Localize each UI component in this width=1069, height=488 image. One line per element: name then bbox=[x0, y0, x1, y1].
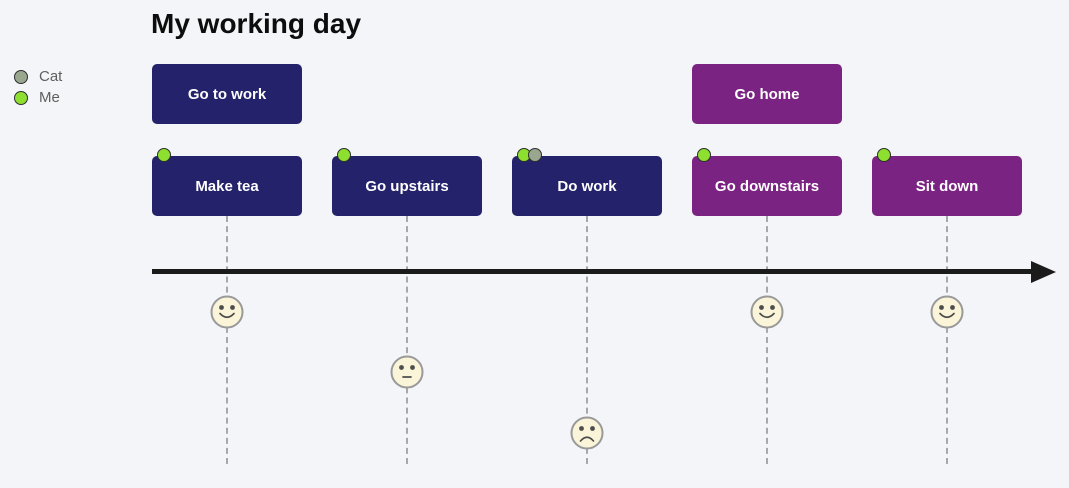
dashed-connector bbox=[766, 216, 768, 464]
legend: Cat Me bbox=[14, 66, 62, 108]
event-label: Go upstairs bbox=[365, 177, 449, 195]
event-box-make-tea[interactable]: Make tea bbox=[152, 148, 302, 216]
dashed-connector bbox=[586, 216, 588, 464]
cat-dot-icon bbox=[528, 148, 542, 162]
me-dot-icon bbox=[337, 148, 351, 162]
legend-label-me: Me bbox=[39, 89, 60, 106]
event-label: Sit down bbox=[915, 177, 979, 195]
me-dot-icon bbox=[697, 148, 711, 162]
timeline-axis bbox=[152, 269, 1034, 274]
event-box-go-home[interactable]: Go home bbox=[692, 64, 842, 124]
cat-dot-icon bbox=[14, 69, 28, 84]
event-box-go-to-work[interactable]: Go to work bbox=[152, 64, 302, 124]
legend-item-cat: Cat bbox=[14, 66, 62, 87]
event-label: Go to work bbox=[187, 85, 267, 103]
legend-label-cat: Cat bbox=[39, 68, 63, 85]
event-label: Make tea bbox=[195, 177, 259, 195]
me-dot-icon bbox=[14, 90, 28, 105]
happy-face-icon bbox=[210, 295, 244, 329]
event-label: Do work bbox=[557, 177, 617, 195]
dashed-connector bbox=[946, 216, 948, 464]
page-title: My working day bbox=[151, 8, 362, 39]
event-box-do-work[interactable]: Do work bbox=[512, 148, 662, 216]
happy-face-icon bbox=[750, 295, 784, 329]
dashed-connector bbox=[406, 216, 408, 464]
timeline-arrowhead-icon bbox=[1031, 260, 1056, 283]
legend-item-me: Me bbox=[14, 87, 62, 108]
event-box-go-downstairs[interactable]: Go downstairs bbox=[692, 148, 842, 216]
happy-face-icon bbox=[930, 295, 964, 329]
event-box-sit-down[interactable]: Sit down bbox=[872, 148, 1022, 216]
me-dot-icon bbox=[877, 148, 891, 162]
event-box-go-upstairs[interactable]: Go upstairs bbox=[332, 148, 482, 216]
event-label: Go downstairs bbox=[714, 177, 820, 195]
neutral-face-icon bbox=[390, 355, 424, 389]
dashed-connector bbox=[226, 216, 228, 464]
event-label: Go home bbox=[734, 85, 800, 103]
sad-face-icon bbox=[570, 416, 604, 450]
me-dot-icon bbox=[157, 148, 171, 162]
